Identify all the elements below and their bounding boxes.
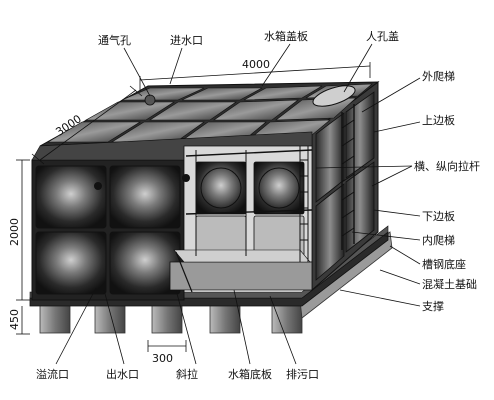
label-outer-ladder: 外爬梯 — [422, 70, 455, 83]
dimension-height: 2000 — [8, 218, 21, 246]
label-vent-hole: 通气孔 — [98, 33, 131, 47]
diagonal-brace — [175, 251, 193, 293]
label-tank-cover: 水箱盖板 — [264, 29, 308, 43]
label-manhole-cover: 人孔盖 — [366, 29, 399, 43]
tank-interior — [169, 145, 313, 293]
tie-rod — [185, 209, 313, 215]
dimension-base-height: 450 — [8, 309, 21, 330]
vent-hole-icon — [144, 94, 156, 106]
label-diagonal-brace: 斜拉 — [176, 367, 198, 381]
front-panel — [109, 165, 181, 229]
outer-ladder — [341, 104, 355, 250]
dimension-labels: 4000 3000 2000 450 300 — [8, 58, 270, 365]
label-tie-rods: 横、纵向拉杆 — [414, 159, 480, 173]
label-channel-base: 槽钢底座 — [422, 257, 466, 271]
support-block — [151, 304, 183, 334]
label-tank-bottom-plate: 水箱底板 — [228, 367, 272, 381]
inner-ladder — [299, 146, 309, 262]
inlet-icon — [182, 174, 190, 182]
label-overflow: 溢流口 — [36, 367, 69, 381]
label-top-edge-plate: 上边板 — [422, 113, 455, 127]
front-panel — [109, 231, 181, 295]
label-drain: 排污口 — [286, 367, 319, 381]
support-block — [94, 304, 126, 334]
dimension-length: 4000 — [242, 58, 270, 71]
dimension-spacing: 300 — [152, 352, 173, 365]
label-inlet: 进水口 — [170, 34, 203, 47]
tie-rod — [185, 149, 313, 157]
tank-side-face — [311, 81, 379, 292]
callout-labels: 通气孔 进水口 水箱盖板 人孔盖 外爬梯 上边板 横、纵向拉杆 下边板 内爬梯 … — [36, 29, 480, 381]
overflow-icon — [94, 182, 102, 190]
front-panel — [35, 231, 107, 295]
dimension-lines — [16, 62, 371, 352]
label-inner-ladder: 内爬梯 — [422, 233, 455, 247]
support-block — [271, 304, 303, 334]
front-panel — [35, 165, 107, 229]
leader-lines — [55, 43, 421, 365]
label-outlet: 出水口 — [106, 367, 139, 381]
tank-top-face — [39, 81, 380, 147]
label-support: 支撑 — [422, 299, 444, 313]
support-block — [209, 304, 241, 334]
label-bottom-edge-plate: 下边板 — [422, 209, 455, 223]
label-concrete-foundation: 混凝土基础 — [422, 277, 477, 291]
support-block — [39, 304, 71, 334]
